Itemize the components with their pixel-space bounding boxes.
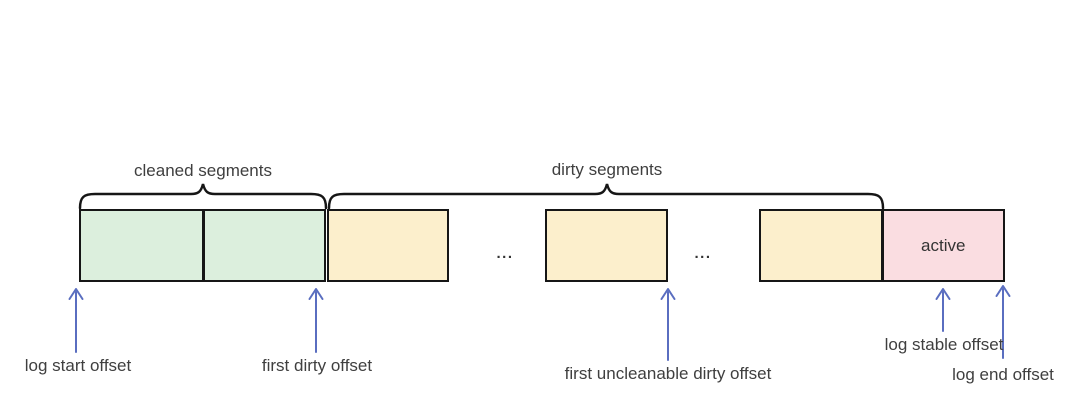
cleaned-segment-divider	[201, 210, 205, 280]
first-uncleanable-dirty-offset-arrow-icon	[660, 288, 676, 361]
cleaned-segments-brace	[78, 183, 328, 210]
log-start-offset-label: log start offset	[24, 356, 132, 375]
ellipsis-1: ...	[496, 245, 514, 262]
log-stable-offset-arrow-icon	[935, 288, 951, 332]
cleaned-segments-label: cleaned segments	[134, 161, 272, 180]
dirty-segments-brace	[327, 183, 885, 210]
first-uncleanable-dirty-offset-label: first uncleanable dirty offset	[564, 364, 772, 383]
dirty-segment-2	[545, 209, 668, 282]
log-start-offset-arrow-icon	[68, 288, 84, 353]
dirty-segments-label: dirty segments	[551, 160, 663, 179]
log-stable-offset-label: log stable offset	[884, 335, 1004, 354]
ellipsis-2: ...	[694, 245, 712, 262]
first-dirty-offset-label: first dirty offset	[261, 356, 373, 375]
dirty-segment-1	[326, 209, 449, 282]
dirty-segment-3	[759, 209, 883, 282]
log-end-offset-arrow-icon	[995, 285, 1011, 359]
active-segment-label: active	[921, 235, 966, 255]
log-end-offset-label: log end offset	[952, 365, 1054, 384]
active-segment: active	[881, 209, 1005, 282]
first-dirty-offset-arrow-icon	[308, 288, 324, 353]
